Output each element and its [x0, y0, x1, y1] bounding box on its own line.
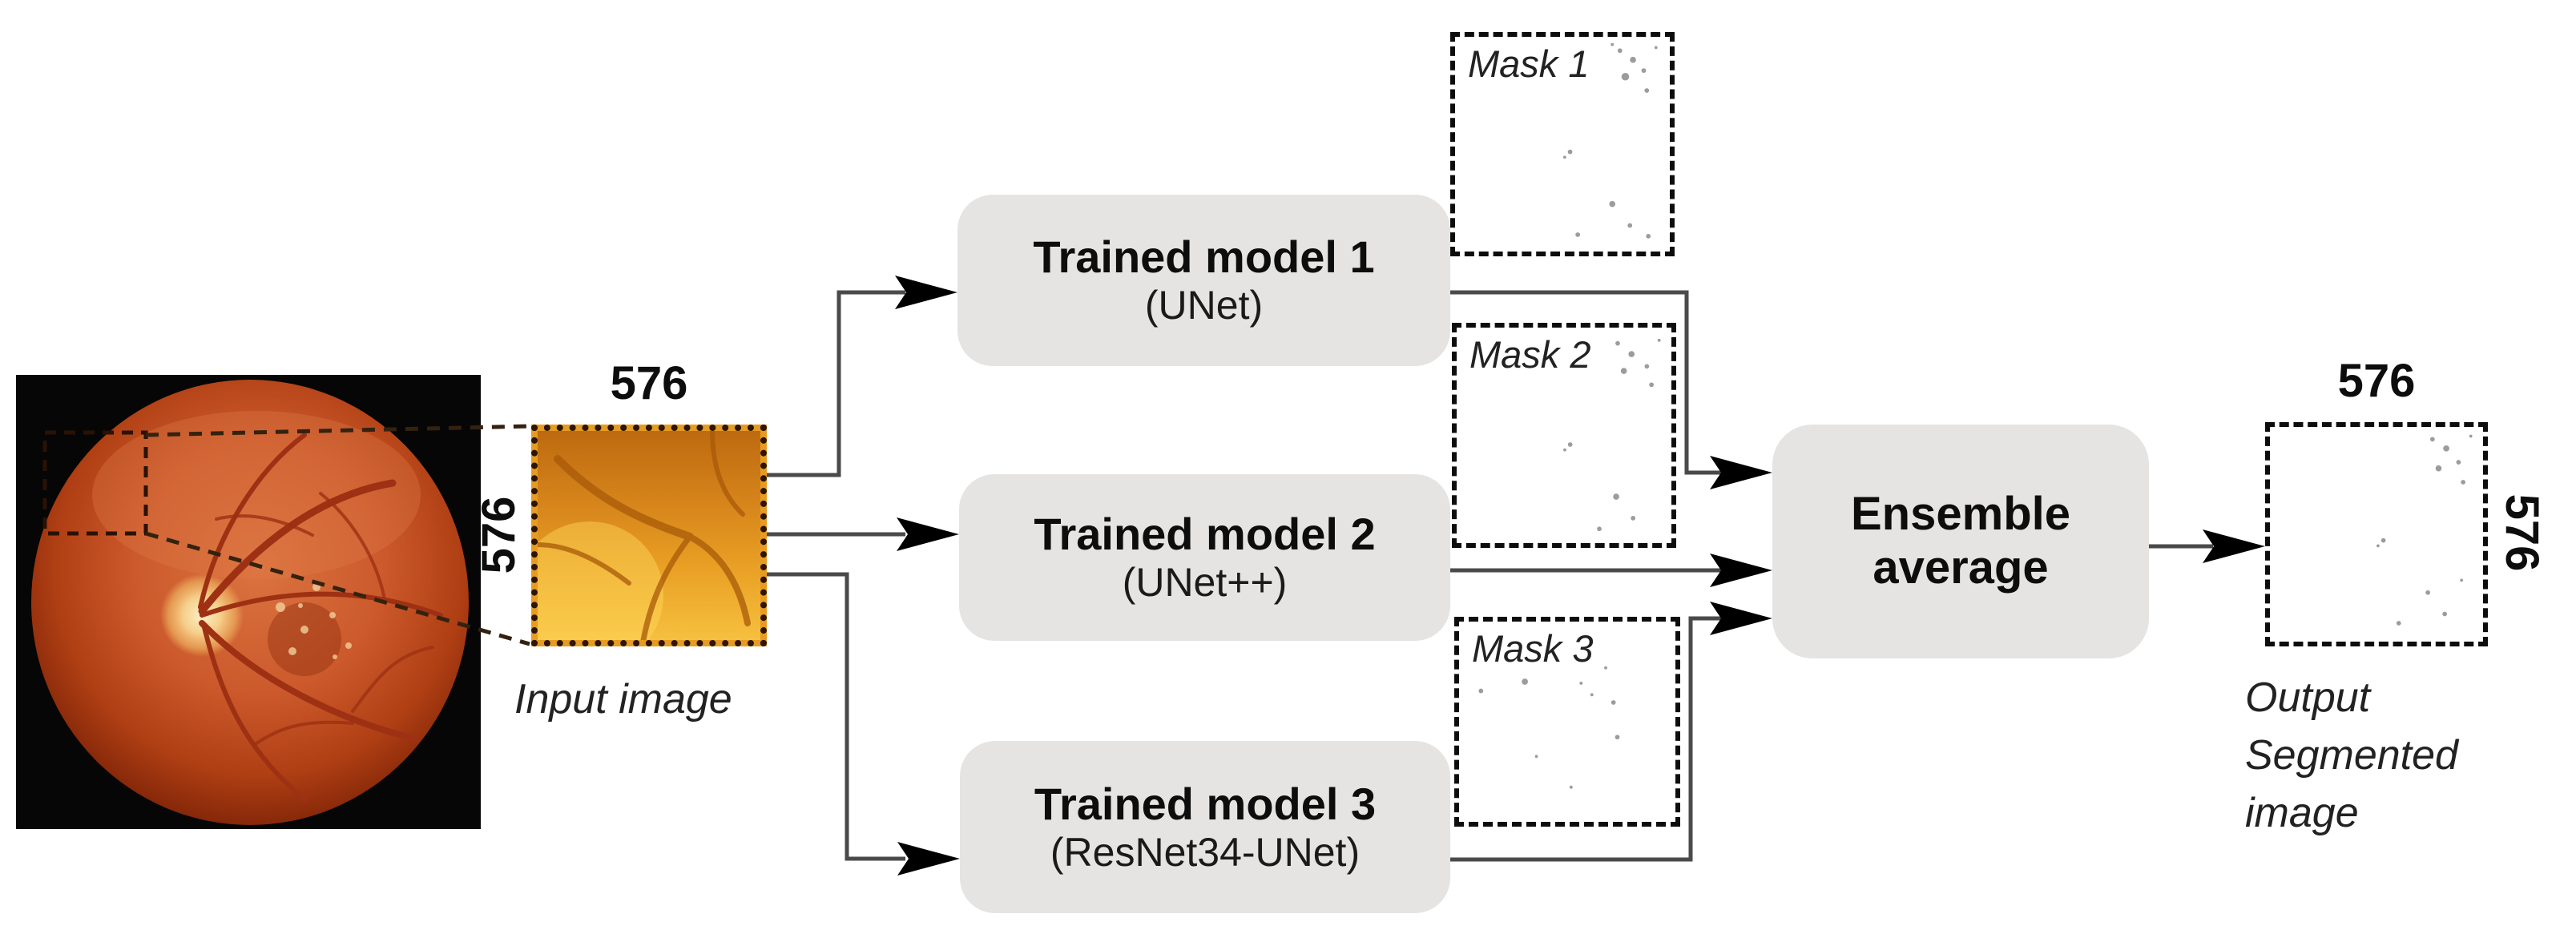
model-box-3: Trained model 3 (ResNet34-UNet)	[960, 741, 1450, 913]
model-3-subtitle: (ResNet34-UNet)	[1050, 829, 1361, 875]
output-caption: Output Segmented image	[2245, 670, 2566, 842]
input-patch-image	[516, 425, 767, 669]
patch-texture	[516, 429, 760, 669]
model-2-subtitle: (UNet++)	[1122, 560, 1288, 606]
mask-box-3: Mask 3	[1454, 617, 1680, 827]
arrow-into-model-2	[897, 517, 959, 551]
output-caption-line3: image	[2245, 789, 2359, 836]
model-box-1: Trained model 1 (UNet)	[957, 195, 1450, 366]
mask-1-speckles	[1562, 42, 1658, 239]
model-3-title: Trained model 3	[1034, 778, 1377, 829]
mask-3-speckles	[1478, 666, 1620, 789]
mask-2-speckles	[1563, 338, 1661, 532]
arrow-into-model-3	[897, 842, 960, 876]
mask-box-1: Mask 1	[1450, 32, 1675, 256]
output-width-label: 576	[2337, 355, 2416, 407]
arrow-into-ensemble-3	[1710, 602, 1772, 635]
model-1-subtitle: (UNet)	[1144, 283, 1264, 328]
arrow-into-ensemble-2	[1710, 554, 1772, 587]
mask-1-label: Mask 1	[1468, 42, 1590, 85]
output-caption-line1: Output	[2245, 674, 2371, 721]
output-mask-box	[2265, 422, 2488, 646]
model-2-title: Trained model 2	[1034, 509, 1376, 560]
arrow-into-model-1	[895, 276, 957, 309]
output-height-label: 576	[2496, 493, 2549, 572]
ensemble-title-line1: Ensemble	[1851, 488, 2070, 541]
patch-width-label: 576	[610, 357, 688, 409]
ensemble-title-line2: average	[1873, 541, 2049, 594]
arrow-into-output	[2203, 529, 2265, 563]
patch-height-label: 576	[472, 496, 525, 574]
input-image-caption: Input image	[514, 676, 732, 723]
output-speckles	[2376, 434, 2473, 626]
ensemble-average-box: Ensemble average	[1772, 425, 2149, 658]
model-box-2: Trained model 2 (UNet++)	[959, 474, 1450, 641]
fundus-photo	[16, 375, 481, 829]
arrow-into-ensemble-1	[1710, 456, 1772, 489]
mask-box-2: Mask 2	[1452, 323, 1676, 548]
output-caption-line2: Segmented	[2245, 731, 2458, 779]
roi-rectangle	[42, 430, 148, 536]
model-1-title: Trained model 1	[1033, 231, 1375, 283]
